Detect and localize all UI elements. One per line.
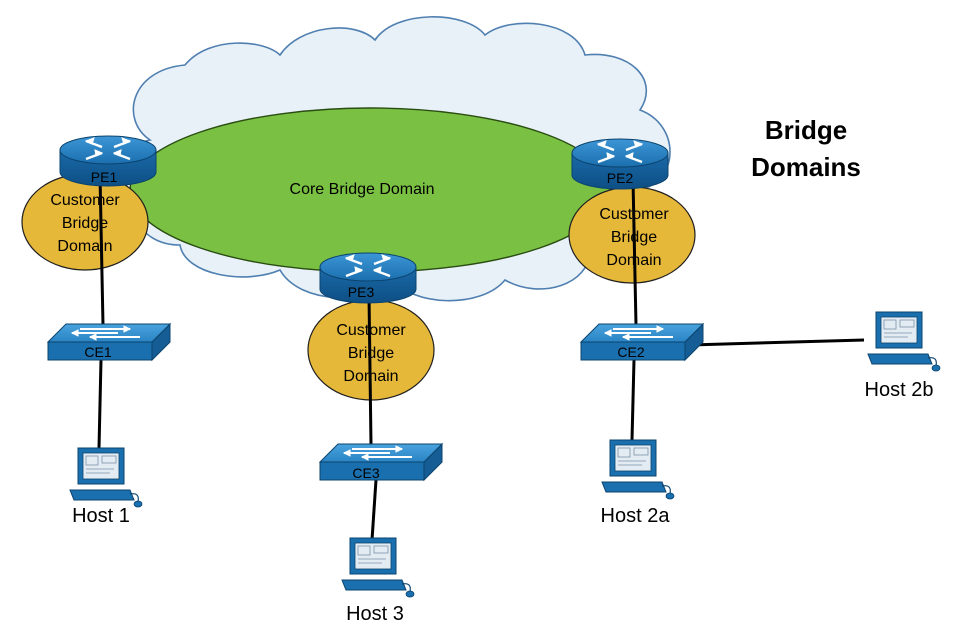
computer-icon	[601, 439, 675, 500]
router-label: PE2	[607, 170, 634, 186]
host-2b-label: Host 2b	[865, 379, 934, 401]
customer-domain-label-pe2: Customer Bridge Domain	[599, 206, 669, 269]
title-line: Domains	[751, 152, 861, 182]
host-3[interactable]	[341, 537, 415, 598]
customer-domain-line: Domain	[343, 368, 398, 385]
host-2b[interactable]	[867, 311, 941, 372]
title-line: Bridge	[765, 115, 847, 145]
link-ce2-host2a	[630, 359, 636, 441]
customer-domain-line: Customer	[599, 206, 669, 223]
host-1-label: Host 1	[72, 505, 130, 527]
customer-domain-line: Domain	[606, 252, 661, 269]
switch-label: CE2	[617, 344, 644, 360]
customer-domain-line: Customer	[50, 192, 120, 209]
computer-icon	[867, 311, 941, 372]
customer-domain-line: Domain	[57, 238, 112, 255]
switch-ce3[interactable]: CE3	[319, 443, 443, 481]
customer-domain-line: Bridge	[348, 345, 394, 362]
router-pe3[interactable]: PE3	[318, 251, 418, 305]
customer-domain-label-pe1: Customer Bridge Domain	[50, 192, 120, 255]
link-ce2-host2b	[689, 338, 865, 347]
customer-domain-line: Bridge	[62, 215, 108, 232]
switch-label: CE3	[352, 465, 379, 481]
customer-domain-label-pe3: Customer Bridge Domain	[336, 322, 406, 385]
switch-ce2[interactable]: CE2	[580, 323, 704, 361]
customer-domain-line: Customer	[336, 322, 406, 339]
host-3-label: Host 3	[346, 603, 404, 625]
link-pe3-ce3	[367, 294, 373, 446]
link-pe2-ce2	[631, 179, 638, 326]
diagram-title: Bridge Domains	[751, 115, 861, 182]
computer-icon	[341, 537, 415, 598]
link-ce3-host3	[370, 479, 378, 541]
links	[97, 174, 865, 541]
router-pe2[interactable]: PE2	[570, 137, 670, 191]
switch-label: CE1	[84, 344, 111, 360]
customer-domain-line: Bridge	[611, 229, 657, 246]
host-2a-label: Host 2a	[601, 505, 671, 527]
router-label: PE1	[91, 169, 118, 185]
core-bridge-domain-label: Core Bridge Domain	[290, 181, 435, 198]
host-2a[interactable]	[601, 439, 675, 500]
host-1[interactable]	[69, 447, 143, 508]
computer-icon	[69, 447, 143, 508]
switch-icon	[319, 443, 443, 481]
switch-ce1[interactable]: CE1	[47, 323, 171, 361]
link-ce1-host1	[97, 359, 103, 449]
link-pe1-ce1	[98, 174, 105, 326]
router-pe1[interactable]: PE1	[58, 134, 158, 188]
router-label: PE3	[348, 284, 375, 300]
